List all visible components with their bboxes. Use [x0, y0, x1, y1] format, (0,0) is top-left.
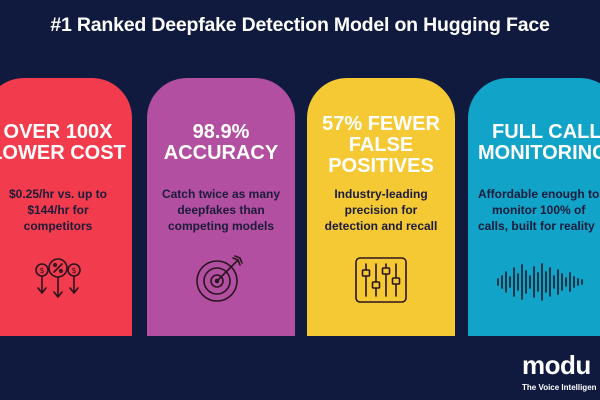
card-body: Industry-leading precision for detection…: [324, 187, 438, 233]
cost-reduction-icon: $ $: [35, 258, 81, 298]
card-headline: 57% FEWER FALSE POSITIVES: [322, 113, 440, 177]
audio-waveform-icon: [497, 263, 583, 301]
page-title: #1 Ranked Deepfake Detection Model on Hu…: [50, 14, 550, 36]
false-positives-card: 57% FEWER FALSE POSITIVES Industry-leadi…: [307, 78, 455, 336]
card-headline: FULL CALL MONITORING: [478, 121, 600, 164]
target-icon: [196, 255, 243, 302]
svg-text:$: $: [39, 266, 44, 275]
card-body: Affordable enough to monitor 100% of cal…: [478, 187, 600, 233]
logo-wordmark: modu: [522, 350, 591, 380]
card-body: Catch twice as many deepfakes than compe…: [161, 187, 281, 233]
svg-text:$: $: [71, 266, 76, 275]
sliders-icon: [355, 257, 407, 303]
card-body: $0.25/hr vs. up to $144/hr for competito…: [8, 187, 108, 233]
monitoring-card: FULL CALL MONITORING Affordable enough t…: [468, 78, 600, 336]
logo-tagline: The Voice Intelligen: [522, 383, 597, 392]
accuracy-card: 98.9% ACCURACY Catch twice as many deepf…: [147, 78, 295, 336]
card-headline: 98.9% ACCURACY: [163, 121, 279, 164]
card-headline: OVER 100X LOWER COST: [0, 121, 126, 164]
company-logo: modu The Voice Intelligen: [516, 350, 600, 400]
cost-card: OVER 100X LOWER COST $0.25/hr vs. up to …: [0, 78, 132, 336]
